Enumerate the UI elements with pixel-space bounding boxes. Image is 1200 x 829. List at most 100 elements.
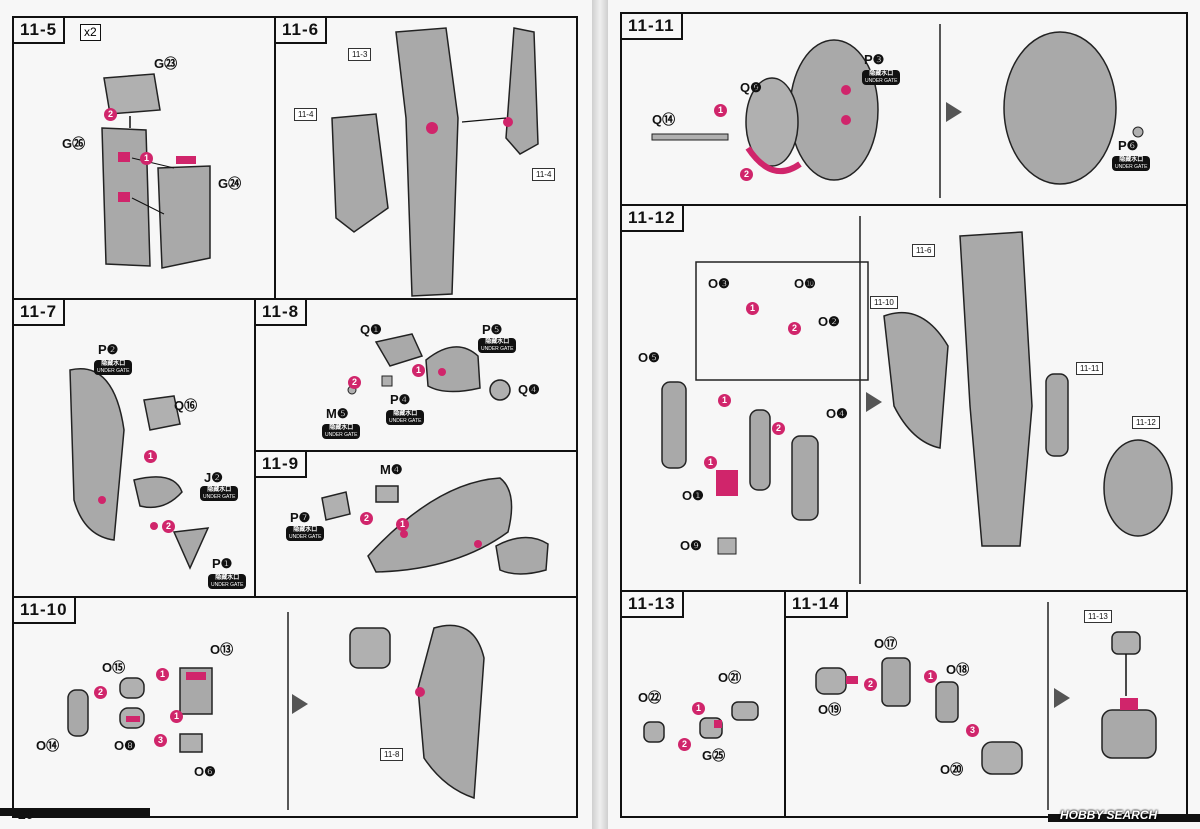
reference-tag: 11-8: [380, 748, 404, 761]
part-label: Q⑭: [652, 112, 676, 127]
step-marker: 1: [692, 702, 705, 715]
reference-tag: 11-4: [294, 108, 318, 121]
part-label: O⑭: [36, 738, 60, 753]
part-label: Q⑯: [174, 398, 198, 413]
part-label: O㉒: [638, 690, 662, 705]
part-label: Q❹: [518, 382, 540, 397]
part-label: O❻: [194, 764, 216, 779]
step-marker: 1: [170, 710, 183, 723]
step-11-14-panel: 11-14 O⑰ O⑱ O⑲ O⑳ 1 2 3 11-13: [784, 590, 1188, 818]
part-label: G㉖: [62, 136, 86, 151]
reference-tag: 11-10: [870, 296, 898, 309]
reference-tag: 11-13: [1084, 610, 1112, 623]
step-marker: 2: [788, 322, 801, 335]
step-marker: 1: [924, 670, 937, 683]
part-label: P❷: [98, 342, 119, 357]
step-11-6-panel: 11-6 11-3 11-4 11-4: [274, 16, 578, 300]
reference-tag: 11-3: [348, 48, 372, 61]
part-label: J❷: [204, 470, 223, 485]
hobby-search-watermark: HOBBY SEARCH: [1060, 808, 1158, 822]
part-label: O❿: [794, 276, 816, 291]
part-label: P❻: [1118, 138, 1139, 153]
book-gutter: [592, 0, 608, 829]
step-11-13-panel: 11-13 O㉑ O㉒ G㉕ 1 2: [620, 590, 786, 818]
part-label: O⑮: [102, 660, 126, 675]
part-label: O❺: [638, 350, 660, 365]
step-11-10-panel: 11-10 O⑮ O⑬ O⑭ O❽ O❻ 1 1 2: [12, 596, 578, 818]
step-marker: 1: [714, 104, 727, 117]
step-number: 11-14: [786, 592, 848, 618]
part-label: Q❶: [360, 322, 382, 337]
step-11-14-illustration: [815, 602, 1157, 810]
reference-tag: 11-4: [532, 168, 556, 181]
step-marker: 1: [156, 668, 169, 681]
reference-tag: 11-11: [1076, 362, 1104, 375]
step-11-5-illustration: [101, 73, 211, 269]
step-marker: 2: [772, 422, 785, 435]
part-label: Q❾: [740, 80, 762, 95]
step-marker: 2: [678, 738, 691, 751]
step-marker: 1: [704, 456, 717, 469]
step-number: 11-10: [14, 598, 76, 624]
step-number: 11-13: [622, 592, 684, 618]
step-marker: 1: [718, 394, 731, 407]
step-number: 11-7: [14, 300, 66, 326]
step-11-11-illustration: [651, 24, 1144, 198]
part-label: O❷: [818, 314, 840, 329]
left-page: 11-5 x2 G㉓ G㉖ G㉔ 2 1 11-6: [0, 0, 592, 829]
part-label: G㉓: [154, 56, 178, 71]
step-11-6-illustration: [331, 27, 539, 297]
step-marker: 2: [348, 376, 361, 389]
step-11-5-panel: 11-5 x2 G㉓ G㉖ G㉔ 2 1: [12, 16, 276, 300]
part-label: O⑱: [946, 662, 970, 677]
step-number: 11-9: [256, 452, 308, 478]
part-label: O⑬: [210, 642, 234, 657]
step-number: 11-8: [256, 300, 308, 326]
part-label: G㉔: [218, 176, 242, 191]
step-marker: 2: [740, 168, 753, 181]
quantity-badge: x2: [80, 24, 101, 41]
part-label: P❶: [212, 556, 233, 571]
step-marker: 2: [864, 678, 877, 691]
step-marker: 2: [94, 686, 107, 699]
part-label: O❸: [708, 276, 730, 291]
page-footer-bar: [1048, 814, 1200, 822]
part-label: P❺: [482, 322, 503, 337]
part-label: G㉕: [702, 748, 726, 763]
step-11-12-panel: 11-12 O❸ O❿ O❷ O❺ O❹ O❶ O❾ 1: [620, 204, 1188, 592]
step-number: 11-6: [276, 18, 328, 44]
part-label: P❼: [290, 510, 311, 525]
part-label: M❹: [380, 462, 403, 477]
step-11-12-illustration: [661, 216, 1173, 584]
step-number: 11-12: [622, 206, 684, 232]
reference-tag: 11-6: [912, 244, 936, 257]
step-number: 11-11: [622, 14, 683, 40]
part-label: O⑰: [874, 636, 898, 651]
step-11-13-illustration: [643, 701, 759, 743]
step-11-9-illustration: [321, 477, 549, 575]
part-label: P❸: [864, 52, 885, 67]
page-footer-bar: [0, 808, 150, 816]
step-number: 11-5: [14, 18, 66, 44]
step-marker: 2: [162, 520, 175, 533]
step-marker: 2: [360, 512, 373, 525]
part-label: O❽: [114, 738, 136, 753]
step-11-10-illustration: [67, 612, 485, 810]
part-label: O⑳: [940, 762, 964, 777]
step-11-7-illustration: [69, 368, 210, 570]
page-number: 20: [18, 806, 34, 822]
